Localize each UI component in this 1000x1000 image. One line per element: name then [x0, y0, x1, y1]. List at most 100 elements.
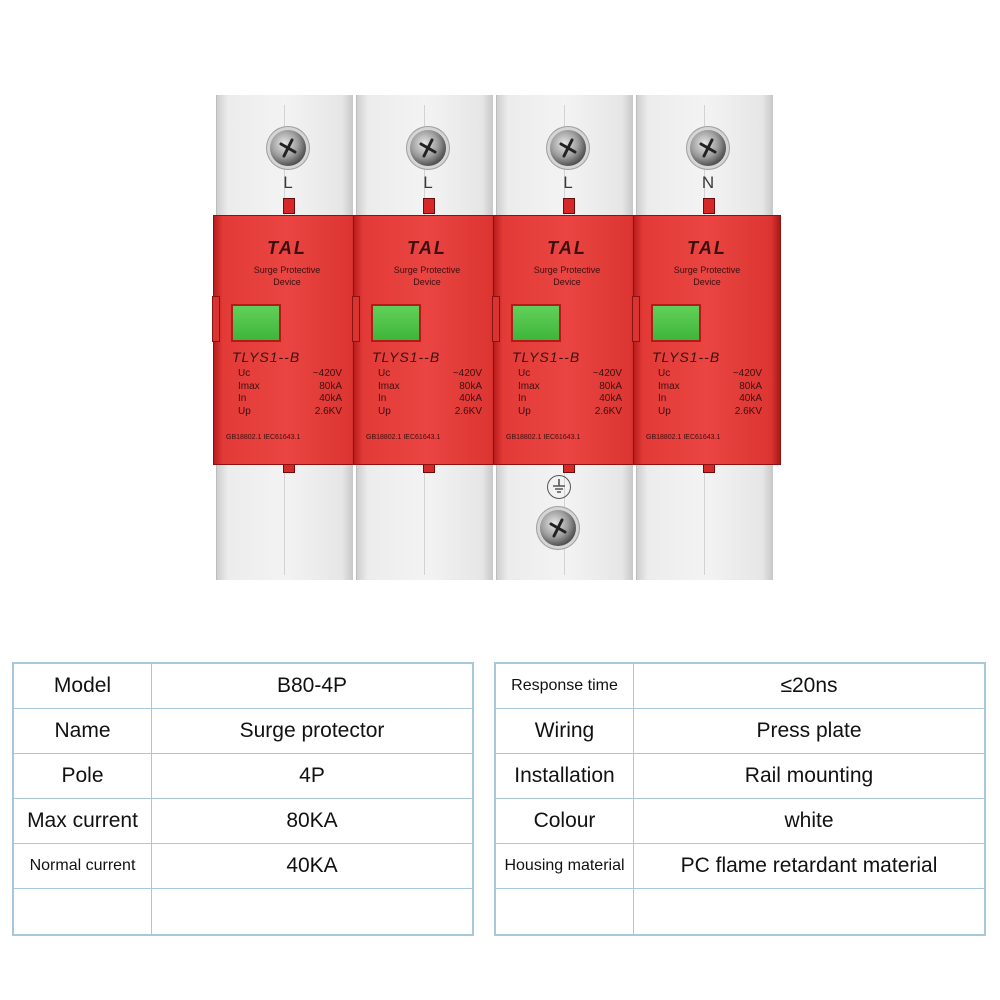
latch-tab — [563, 198, 575, 214]
status-indicator-window — [651, 304, 701, 342]
subtitle-line: Surge Protective — [253, 265, 321, 275]
terminal-screw-icon[interactable] — [690, 130, 726, 166]
spec-row: Up 2.6KV — [518, 406, 622, 419]
pole-label: N — [701, 173, 715, 192]
spec-row: Imax 80kA — [518, 381, 622, 394]
spec-value: 2.6KV — [594, 405, 622, 417]
subtitle-line: Device — [273, 277, 301, 287]
brand-logo: TAL — [267, 238, 307, 258]
spec-value: Rail mounting — [633, 753, 986, 799]
terminal-screw-icon[interactable] — [410, 130, 446, 166]
spec-value: 80kA — [319, 380, 342, 392]
ground-terminal-screw-icon[interactable] — [540, 510, 576, 546]
spec-value: Press plate — [633, 708, 986, 754]
latch-tab — [703, 198, 715, 214]
brand-logo: TAL — [687, 238, 727, 258]
standard-label: GB18802.1 IEC61643.1 — [226, 434, 301, 441]
spec-key: Imax — [518, 380, 540, 392]
spec-key: Up — [378, 405, 391, 417]
latch-tab — [283, 198, 295, 214]
spec-label: Installation — [494, 753, 634, 799]
release-notch — [212, 296, 220, 342]
subtitle-line: Surge Protective — [533, 265, 601, 275]
spec-value: 4P — [151, 753, 474, 799]
spec-value: 40kA — [599, 393, 622, 404]
spec-value: ~420V — [312, 368, 342, 379]
spec-value: white — [633, 798, 986, 844]
subtitle-line: Device — [553, 277, 581, 287]
spec-value: 80kA — [599, 380, 622, 392]
spec-label: Housing material — [494, 843, 634, 889]
spec-label: Wiring — [494, 708, 634, 754]
spec-value: PC flame retardant material — [633, 843, 986, 889]
spec-value: ~420V — [592, 368, 622, 379]
terminal-screw-icon[interactable] — [550, 130, 586, 166]
spec-label: Model — [12, 662, 152, 709]
model-number: TLYS1--B — [512, 349, 581, 365]
rating-specs: Uc ~420V Imax 80kA In 40kA Up 2.6KV — [518, 368, 622, 418]
spec-value: 80kA — [459, 380, 482, 392]
spec-value: ~420V — [452, 368, 482, 379]
spec-value: 40KA — [151, 843, 474, 889]
spec-row: In 40kA — [238, 393, 342, 406]
spec-value: ≤20ns — [633, 662, 986, 709]
spec-label: Name — [12, 708, 152, 754]
release-notch — [632, 296, 640, 342]
spec-label: Response time — [494, 662, 634, 709]
spec-key: Uc — [658, 368, 671, 379]
spec-value: 2.6KV — [314, 405, 342, 417]
spec-value: Surge protector — [151, 708, 474, 754]
subtitle-line: Surge Protective — [673, 265, 741, 275]
spec-key: In — [658, 393, 667, 404]
spec-label: Normal current — [12, 843, 152, 889]
spec-key: In — [238, 393, 247, 404]
spec-value: ~420V — [732, 368, 762, 379]
spec-key: Up — [518, 405, 531, 417]
spec-value: 80KA — [151, 798, 474, 844]
subtitle-line: Surge Protective — [393, 265, 461, 275]
spec-value: 40kA — [459, 393, 482, 404]
release-notch — [492, 296, 500, 342]
pole-label: L — [423, 173, 433, 192]
brand-logo: TAL — [547, 238, 587, 258]
spec-row: Uc ~420V — [518, 368, 622, 381]
standard-label: GB18802.1 IEC61643.1 — [366, 434, 441, 441]
release-notch — [352, 296, 360, 342]
spec-value: 40kA — [319, 393, 342, 404]
model-number: TLYS1--B — [232, 349, 301, 365]
subtitle-line: Device — [693, 277, 721, 287]
terminal-screw-icon[interactable] — [270, 130, 306, 166]
table-row — [12, 888, 474, 936]
spec-key: Up — [658, 405, 671, 417]
spec-key: Imax — [658, 380, 680, 392]
spec-key: Uc — [518, 368, 531, 379]
status-indicator-window — [511, 304, 561, 342]
spec-row: Uc ~420V — [378, 368, 482, 381]
earth-ground-icon — [547, 475, 571, 499]
spec-key: Up — [238, 405, 251, 417]
model-number: TLYS1--B — [652, 349, 721, 365]
pole-label: L — [563, 173, 573, 192]
spec-key: Uc — [378, 368, 391, 379]
spec-key: In — [518, 393, 527, 404]
